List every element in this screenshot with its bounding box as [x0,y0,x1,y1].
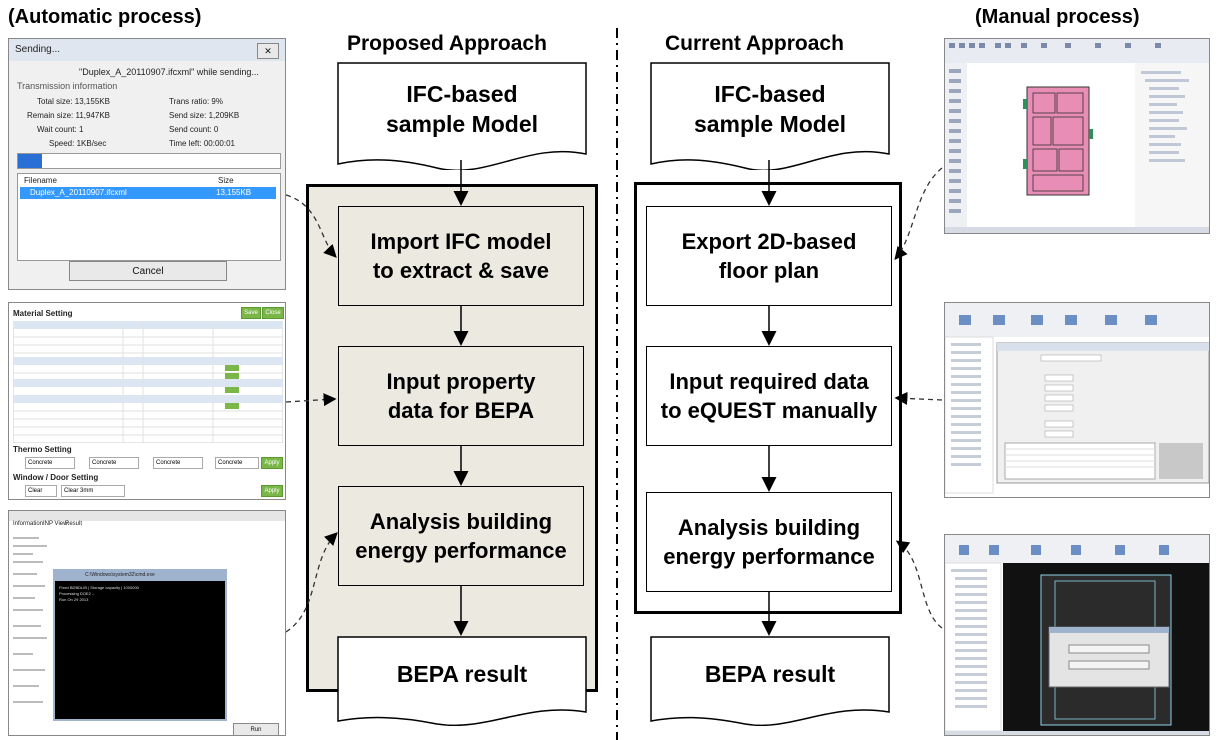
col-filename: Filename [24,176,57,185]
current-input-label: IFC-based sample Model [693,81,847,137]
tab-result[interactable]: Result [65,521,83,527]
cad-floorplan-screenshot [944,38,1210,234]
current-input-document: IFC-based sample Model [650,62,890,170]
equest-analysis-interface [945,535,1209,735]
window-setting-label: Window / Door Setting [13,473,99,482]
tab-information[interactable]: Information [13,521,44,527]
thermo-select-3[interactable]: Concrete [153,457,203,469]
console-toolbar [9,511,285,521]
remain-size: Remain size: 11,947KB [27,111,111,120]
proposed-step-import: Import IFC model to extract & save [338,206,584,306]
file-size: 13,155KB [216,188,252,197]
file-list[interactable]: Filename Size Duplex_A_20110907.ifcxml 1… [17,173,281,261]
time-left: Time left: 00:00:01 [169,139,235,148]
save-button[interactable]: Save [241,307,261,319]
current-step-export: Export 2D-based floor plan [646,206,892,306]
close-button[interactable]: Close [262,307,284,319]
console-line-3: Run On 29 2013 [59,597,89,602]
console-titlebar: C:\Windows\system32\cmd.exe [55,571,225,581]
wait-count: Wait count: 1 [37,125,84,134]
current-output-document: BEPA result [650,636,890,726]
current-output-label: BEPA result [704,661,836,687]
window-apply-button[interactable]: Apply [261,485,283,497]
thermo-apply-button[interactable]: Apply [261,457,283,469]
proposed-output-label: BEPA result [396,661,528,687]
dashed-connector-3 [285,532,338,633]
material-setting-screenshot: Material Setting Save Close Thermo Setti… [8,302,286,500]
thermo-setting-label: Thermo Setting [13,445,72,454]
run-button[interactable]: Run [233,723,279,735]
dialog-titlebar: Sending... [9,39,285,61]
material-setting-title: Material Setting [13,309,73,318]
col-size: Size [218,176,234,185]
dialog-status: "Duplex_A_20110907.ifcxml" while sending… [79,67,259,77]
dashed-connector-4 [894,167,943,261]
progress-fill [18,154,42,168]
console-line-2: Processing DOE2 ... [59,591,96,596]
window-select-1[interactable]: Clear [25,485,57,497]
center-divider [616,28,618,740]
current-step-analysis: Analysis building energy performance [646,492,892,592]
proposed-approach-title: Proposed Approach [347,32,547,55]
selected-file-row[interactable]: Duplex_A_20110907.ifcxml 13,155KB [20,187,276,199]
current-approach-title: Current Approach [665,32,844,55]
total-size: Total size: 13,155KB [37,97,110,106]
close-icon[interactable]: ✕ [257,43,279,59]
cancel-button[interactable]: Cancel [69,261,227,281]
thermo-select-2[interactable]: Concrete [89,457,139,469]
dashed-connector-5 [894,391,943,405]
equest-analysis-screenshot [944,534,1210,736]
send-size: Send size: 1,209KB [169,111,240,120]
proposed-step-analysis: Analysis building energy performance [338,486,584,586]
inp-text-lines [13,537,47,703]
progress-bar [17,153,281,169]
send-count: Send count: 0 [169,125,219,134]
window-select-2[interactable]: Clear 3mm [61,485,125,497]
transmission-group-label: Transmission information [17,81,118,91]
equest-interface [945,303,1209,494]
speed: Speed: 1KB/sec [49,139,107,148]
thermo-select-1[interactable]: Concrete [25,457,75,469]
proposed-output-document: BEPA result [337,636,587,726]
console-line-1: Fixed BDBDLIB | Storage capacity | 10000… [59,585,139,590]
dashed-connector-6 [895,540,943,629]
material-table [13,321,283,443]
cad-interface [945,39,1209,233]
current-step-input: Input required data to eQUEST manually [646,346,892,446]
automatic-process-heading: (Automatic process) [8,6,202,28]
file-name: Duplex_A_20110907.ifcxml [30,188,127,197]
manual-process-heading: (Manual process) [975,6,1140,28]
console-window: C:\Windows\system32\cmd.exe Fixed BDBDLI… [53,569,227,721]
proposed-input-label: IFC-based sample Model [385,81,539,137]
dashed-connector-2 [285,393,337,407]
dashed-connector-1 [285,194,337,258]
trans-ratio: Trans ratio: 9% [169,97,223,106]
tab-inp-view[interactable]: INP View [43,521,68,527]
console-title: C:\Windows\system32\cmd.exe [85,572,155,578]
sending-dialog-screenshot: Sending... ✕ "Duplex_A_20110907.ifcxml" … [8,38,286,290]
thermo-select-4[interactable]: Concrete [215,457,259,469]
equest-input-screenshot [944,302,1210,498]
proposed-step-input: Input property data for BEPA [338,346,584,446]
console-screenshot: Information INP View Result C:\Windows\s… [8,510,286,736]
proposed-input-document: IFC-based sample Model [337,62,587,170]
